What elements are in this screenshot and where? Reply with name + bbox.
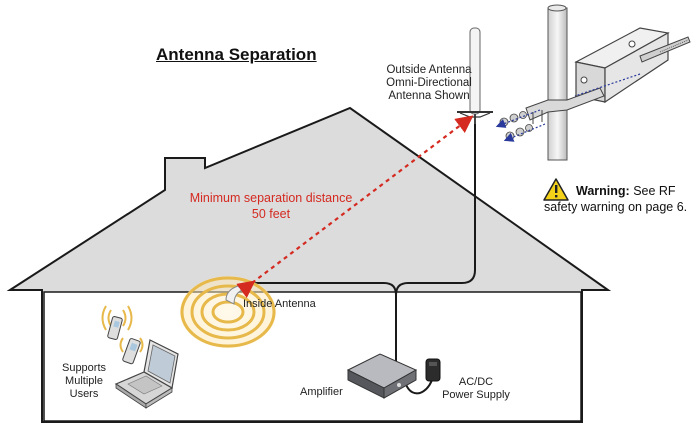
outside-antenna-line1: Outside Antenna xyxy=(386,64,472,76)
separation-arrow xyxy=(236,115,474,298)
cell-phone-icon xyxy=(107,316,141,365)
users-label: Supports Multiple Users xyxy=(54,362,114,401)
warning-line2: safety warning on page 6. xyxy=(544,200,688,214)
amplifier-label: Amplifier xyxy=(300,386,343,398)
signal-waves xyxy=(180,276,276,348)
separation-label: Minimum separation distance 50 feet xyxy=(186,190,356,222)
power-supply-line1: AC/DC xyxy=(458,376,494,388)
laptop-icon xyxy=(114,339,179,409)
power-supply-line2: Power Supply xyxy=(442,389,510,401)
users-line3: Users xyxy=(69,388,99,400)
users-line2: Multiple xyxy=(65,375,103,387)
outside-antenna-line3: Antenna Shown xyxy=(388,90,470,102)
warning-icon xyxy=(543,178,569,201)
warning-line1: See RF xyxy=(633,184,676,198)
separation-line1: Minimum separation distance xyxy=(189,191,353,205)
power-supply-icon xyxy=(425,358,441,382)
power-supply-label: AC/DC Power Supply xyxy=(436,376,516,402)
users-line1: Supports xyxy=(61,362,107,374)
warning-note: Warning: See RF safety warning on page 6… xyxy=(544,183,700,215)
outside-antenna-icon xyxy=(457,27,493,124)
outside-antenna-line2: Omni-Directional xyxy=(386,77,472,89)
diagram-title: Antenna Separation xyxy=(156,45,317,64)
outside-antenna-label: Outside Antenna Omni-Directional Antenna… xyxy=(384,64,474,103)
separation-line2: 50 feet xyxy=(251,207,291,221)
amplifier-icon xyxy=(346,353,418,399)
warning-bold: Warning: xyxy=(576,184,630,198)
mount-bracket-icon xyxy=(495,4,691,161)
inside-antenna-label: Inside Antenna xyxy=(243,298,316,310)
